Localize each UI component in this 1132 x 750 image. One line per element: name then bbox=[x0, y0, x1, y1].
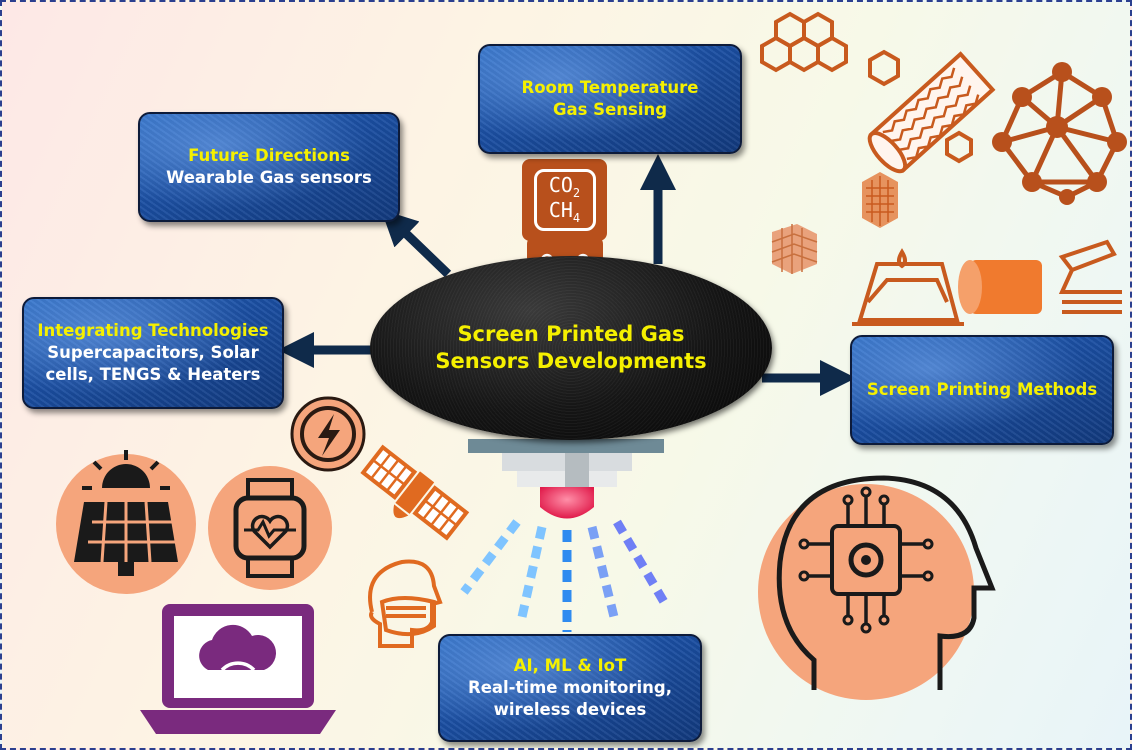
center-title-line1: Screen Printed Gas bbox=[457, 321, 685, 346]
lightning-icon bbox=[290, 396, 366, 472]
room-temp-title-line1: Room Temperature bbox=[521, 77, 699, 97]
co2-subscript: 2 bbox=[572, 186, 581, 201]
cube-lattice-icon bbox=[771, 224, 818, 274]
ai-head-circuit-icon bbox=[758, 475, 996, 700]
center-title-line2: Sensors Developments bbox=[435, 349, 707, 373]
ai-ml-iot-box: AI, ML & IoT Real-time monitoring, wirel… bbox=[438, 634, 702, 742]
spray-rays bbox=[460, 519, 668, 632]
integrating-title: Integrating Technologies bbox=[37, 320, 269, 340]
integrating-subtitle-line1: Supercapacitors, Solar bbox=[47, 342, 259, 362]
ai-ml-title: AI, ML & IoT bbox=[513, 655, 627, 675]
smartwatch-heart-icon bbox=[208, 466, 332, 590]
satellite-icon bbox=[360, 444, 470, 541]
future-directions-box: Future Directions Wearable Gas sensors bbox=[138, 112, 400, 222]
small-hexagon-icon bbox=[868, 49, 973, 164]
ai-ml-subtitle-line2: wireless devices bbox=[493, 700, 647, 720]
roller-icon bbox=[958, 260, 1042, 314]
spray-nozzle-icon bbox=[468, 439, 664, 519]
gas-sensor-badge: CO2 CH4 bbox=[522, 159, 607, 241]
molecule-network-icon bbox=[992, 62, 1127, 205]
central-topic-ellipse: Screen Printed Gas Sensors Developments bbox=[370, 256, 772, 440]
screen-printing-frame-icon bbox=[852, 248, 964, 326]
co2-label: CO bbox=[548, 173, 573, 198]
future-title: Future Directions bbox=[188, 145, 350, 165]
ch4-subscript: 4 bbox=[572, 211, 581, 225]
hexagon-network-icon bbox=[760, 11, 848, 73]
squeegee-icon bbox=[1058, 239, 1122, 314]
integrating-subtitle-line2: cells, TENGS & Heaters bbox=[45, 365, 261, 385]
room-temperature-box: Room Temperature Gas Sensing bbox=[478, 44, 742, 154]
nanotube-icon bbox=[867, 51, 996, 174]
ai-ml-subtitle-line1: Real-time monitoring, bbox=[468, 677, 672, 697]
solar-panel-icon bbox=[56, 450, 196, 594]
face-mask-icon bbox=[368, 559, 443, 648]
screen-printing-title: Screen Printing Methods bbox=[866, 379, 1098, 399]
room-temp-title-line2: Gas Sensing bbox=[552, 100, 668, 119]
hex-sheet-icon bbox=[862, 172, 898, 228]
laptop-cloud-wifi-icon bbox=[140, 604, 336, 734]
ch4-label: CH bbox=[548, 198, 573, 222]
integrating-technologies-box: Integrating Technologies Supercapacitors… bbox=[22, 297, 284, 409]
arrow-to-future bbox=[381, 209, 452, 278]
future-subtitle: Wearable Gas sensors bbox=[166, 168, 372, 187]
screen-printing-methods-box: Screen Printing Methods bbox=[850, 335, 1114, 445]
